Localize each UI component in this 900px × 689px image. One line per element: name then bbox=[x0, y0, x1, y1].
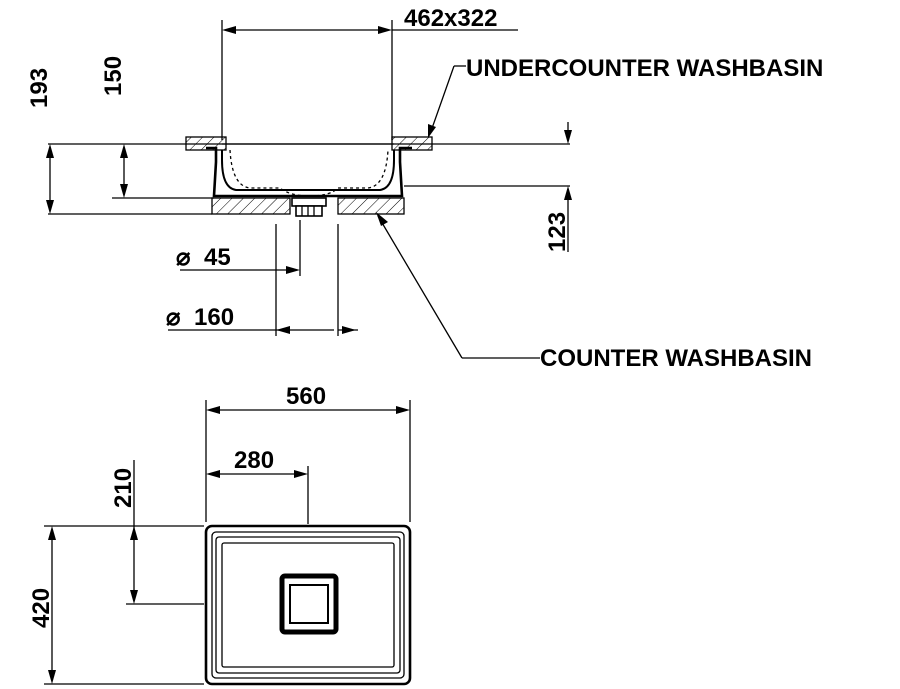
dim-height-total: 193 bbox=[26, 68, 53, 108]
basin-body-outline bbox=[206, 146, 412, 198]
drain-pipe bbox=[295, 205, 323, 217]
plan-view: 560 280 210 420 bbox=[28, 383, 412, 686]
basin-inner-wall bbox=[221, 150, 395, 191]
right-base-hatch bbox=[337, 197, 405, 215]
dim-half-depth: 210 bbox=[110, 468, 137, 508]
dim-width: 560 bbox=[286, 383, 326, 410]
side-section-view: 462x322 193 150 123 ⌀ 45 ⌀ 160 bbox=[26, 5, 823, 372]
label-counter-washbasin: COUNTER WASHBASIN bbox=[540, 345, 812, 372]
dim-half-width: 280 bbox=[234, 447, 274, 474]
basin-outer-outline bbox=[204, 524, 412, 686]
drain-fitting bbox=[291, 197, 327, 207]
dim-height-basin: 150 bbox=[100, 56, 127, 96]
diameter-symbol-160: ⌀ bbox=[166, 304, 181, 331]
dim-drain-small: 45 bbox=[204, 244, 231, 271]
dim-top-opening: 462x322 bbox=[404, 5, 497, 32]
dim-depth: 420 bbox=[28, 588, 55, 628]
label-undercounter-washbasin: UNDERCOUNTER WASHBASIN bbox=[466, 55, 823, 82]
basin-inner-outline bbox=[215, 536, 401, 674]
diameter-symbol-45: ⌀ bbox=[176, 244, 191, 271]
basin-rim-outline bbox=[211, 531, 405, 679]
left-base-hatch bbox=[211, 197, 291, 215]
basin-bowl-outline bbox=[221, 542, 395, 668]
plan-drain-inner bbox=[289, 584, 329, 624]
dim-drain-large: 160 bbox=[194, 304, 234, 331]
undercounter-basin-dashed bbox=[229, 149, 389, 197]
dim-counter-depth: 123 bbox=[544, 212, 571, 252]
